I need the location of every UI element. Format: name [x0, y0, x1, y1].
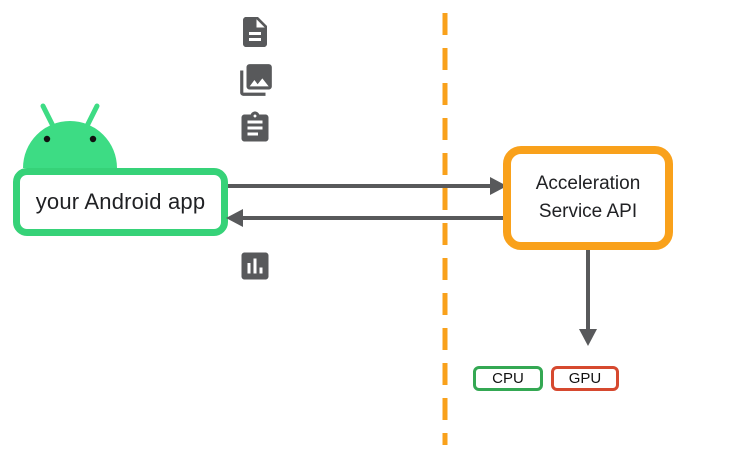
arrow-down-icon: [579, 250, 597, 346]
acceleration-service-api-box: Acceleration Service API: [503, 146, 673, 250]
dashed-vertical-divider: [442, 13, 448, 445]
bar-chart-icon: [241, 252, 269, 280]
clipboard-icon: [241, 111, 269, 142]
android-robot-icon: [23, 103, 117, 168]
gpu-chip: GPU: [551, 366, 619, 391]
acceleration-service-api-label: Acceleration Service API: [535, 173, 641, 222]
android-app-box: your Android app: [13, 168, 228, 236]
document-icon: [243, 17, 267, 47]
arrow-left-icon: [226, 209, 504, 227]
cpu-label: CPU: [492, 370, 524, 387]
arrow-right-icon: [228, 177, 507, 195]
image-library-icon: [240, 64, 272, 96]
android-app-label: your Android app: [35, 189, 206, 214]
cpu-chip: CPU: [473, 366, 543, 391]
gpu-label: GPU: [568, 370, 602, 387]
